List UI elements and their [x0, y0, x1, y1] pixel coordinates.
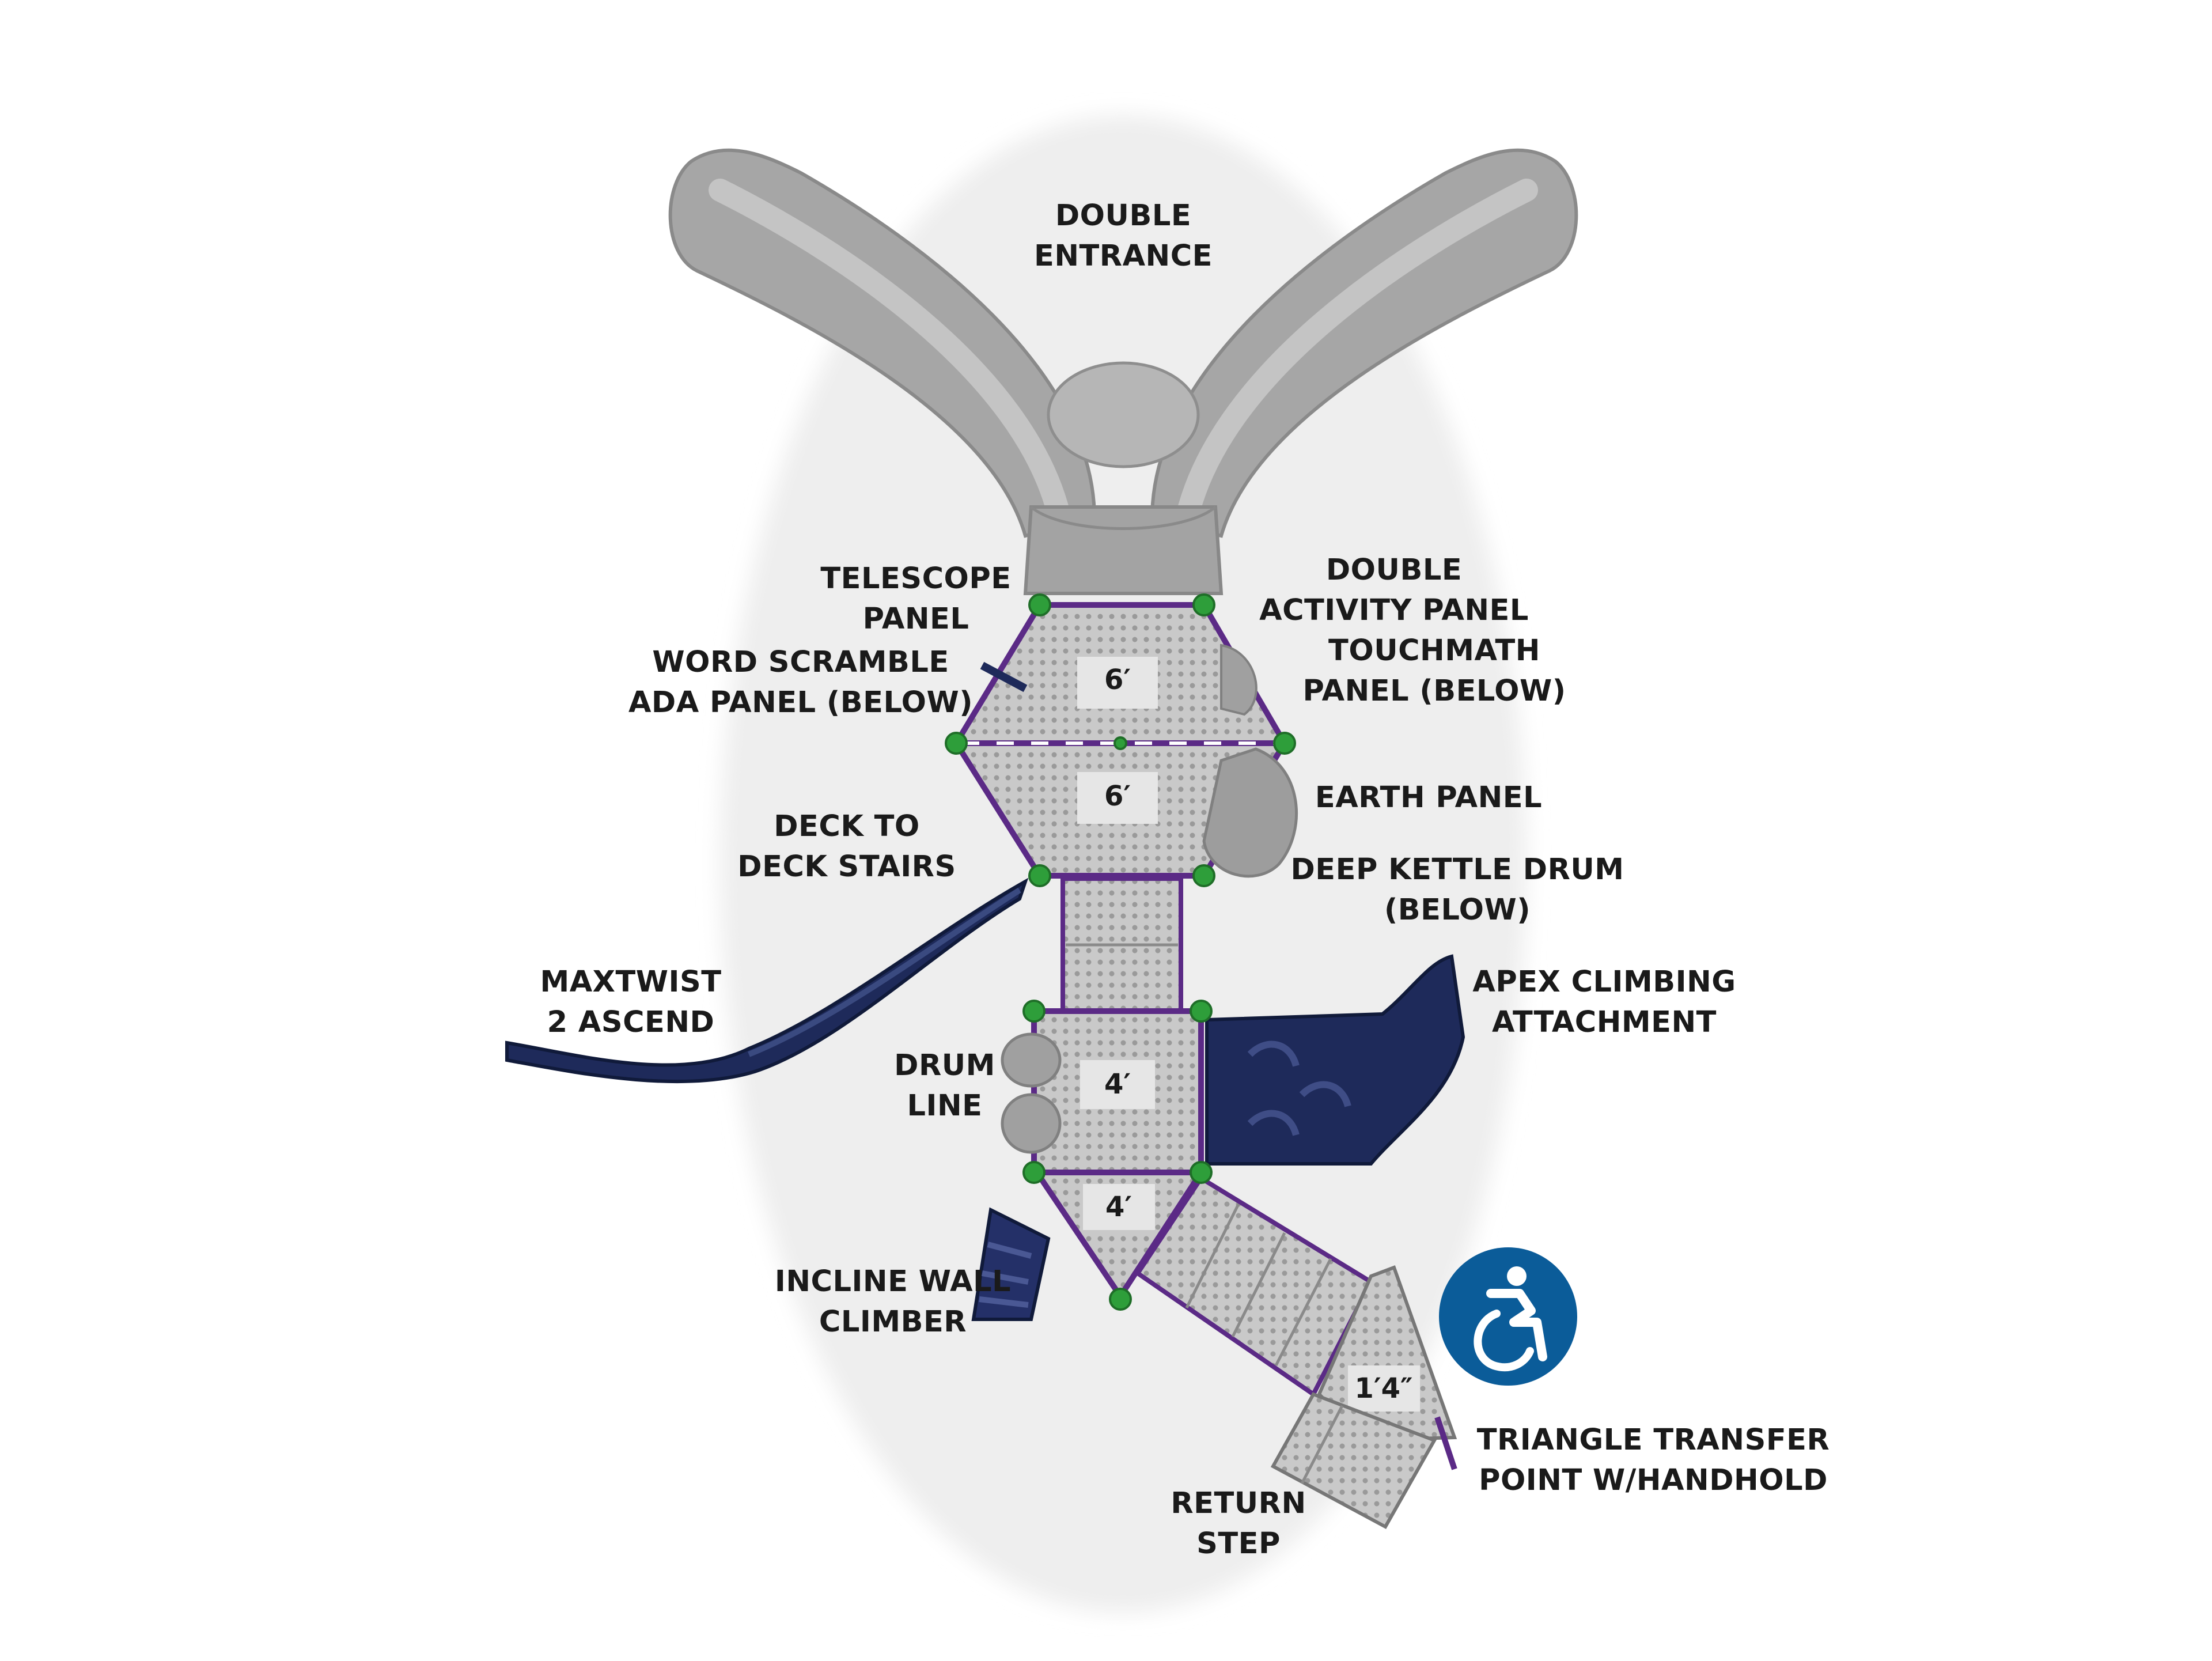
deck-height-transfer: 1′4″: [1354, 1372, 1413, 1405]
middle-deck-4ft: [1031, 1008, 1204, 1175]
label-deep-kettle-drum: DEEP KETTLE DRUM(BELOW): [1290, 853, 1624, 927]
earth-panel-shape: [1202, 644, 1298, 878]
deck-height-upper-2: 6′: [1104, 780, 1131, 812]
label-earth-panel: EARTH PANEL: [1315, 781, 1543, 815]
incline-wall-climber: [971, 1207, 1051, 1321]
double-entrance-slide: [668, 148, 1578, 595]
deck-height-middle-1: 4′: [1104, 1068, 1131, 1100]
maxtwist-slide: [505, 877, 1029, 1084]
drum-line-shape: [1001, 1032, 1062, 1154]
deck-height-middle-2: 4′: [1105, 1191, 1132, 1223]
deck-height-upper-1: 6′: [1104, 664, 1131, 696]
word-scramble-panel-marker: [980, 661, 1028, 693]
wheelchair-accessibility-icon: [1439, 1247, 1577, 1386]
apex-climbing-attachment: [1205, 954, 1465, 1166]
deck-to-deck-stairs: [1060, 876, 1183, 1013]
support-posts: [945, 593, 1296, 1311]
return-step: [1270, 1392, 1437, 1530]
lower-deck-4ft: [1031, 1170, 1207, 1302]
